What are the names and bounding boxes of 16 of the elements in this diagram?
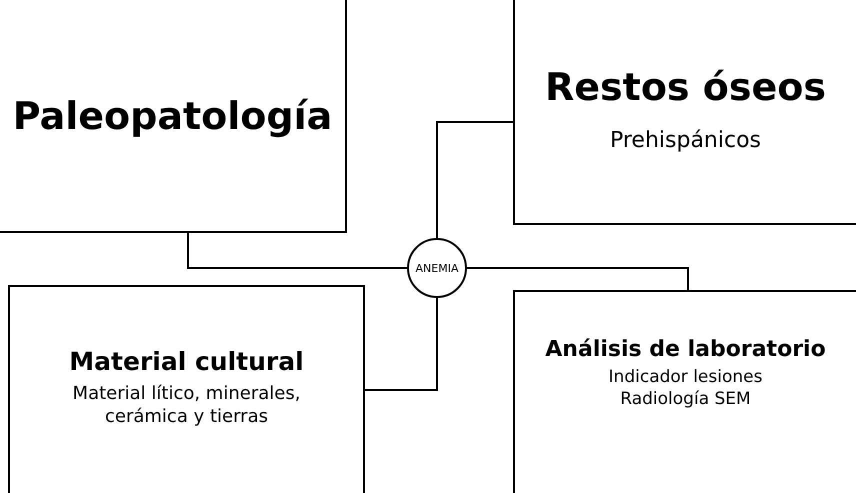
box-text: Prehispánicos bbox=[610, 127, 761, 155]
topic-box bbox=[8, 285, 365, 493]
connector-line bbox=[187, 233, 407, 269]
topic-box bbox=[513, 0, 856, 225]
box-heading: Material cultural bbox=[69, 347, 304, 376]
connector-line bbox=[365, 298, 438, 391]
box-heading: Restos óseos bbox=[545, 65, 826, 109]
topic-box bbox=[513, 290, 856, 493]
box-text: Material lítico, minerales, cerámica y tierras bbox=[72, 382, 302, 429]
box-heading: Análisis de laboratorio bbox=[545, 337, 826, 362]
box-text: Indicador lesiones Radiología SEM bbox=[608, 366, 764, 410]
topic-box bbox=[0, 0, 347, 233]
circle-label: ANEMIA bbox=[416, 262, 458, 274]
box-heading: Paleopatología bbox=[12, 94, 332, 138]
connector-line bbox=[436, 121, 513, 238]
connector-line bbox=[467, 267, 689, 290]
